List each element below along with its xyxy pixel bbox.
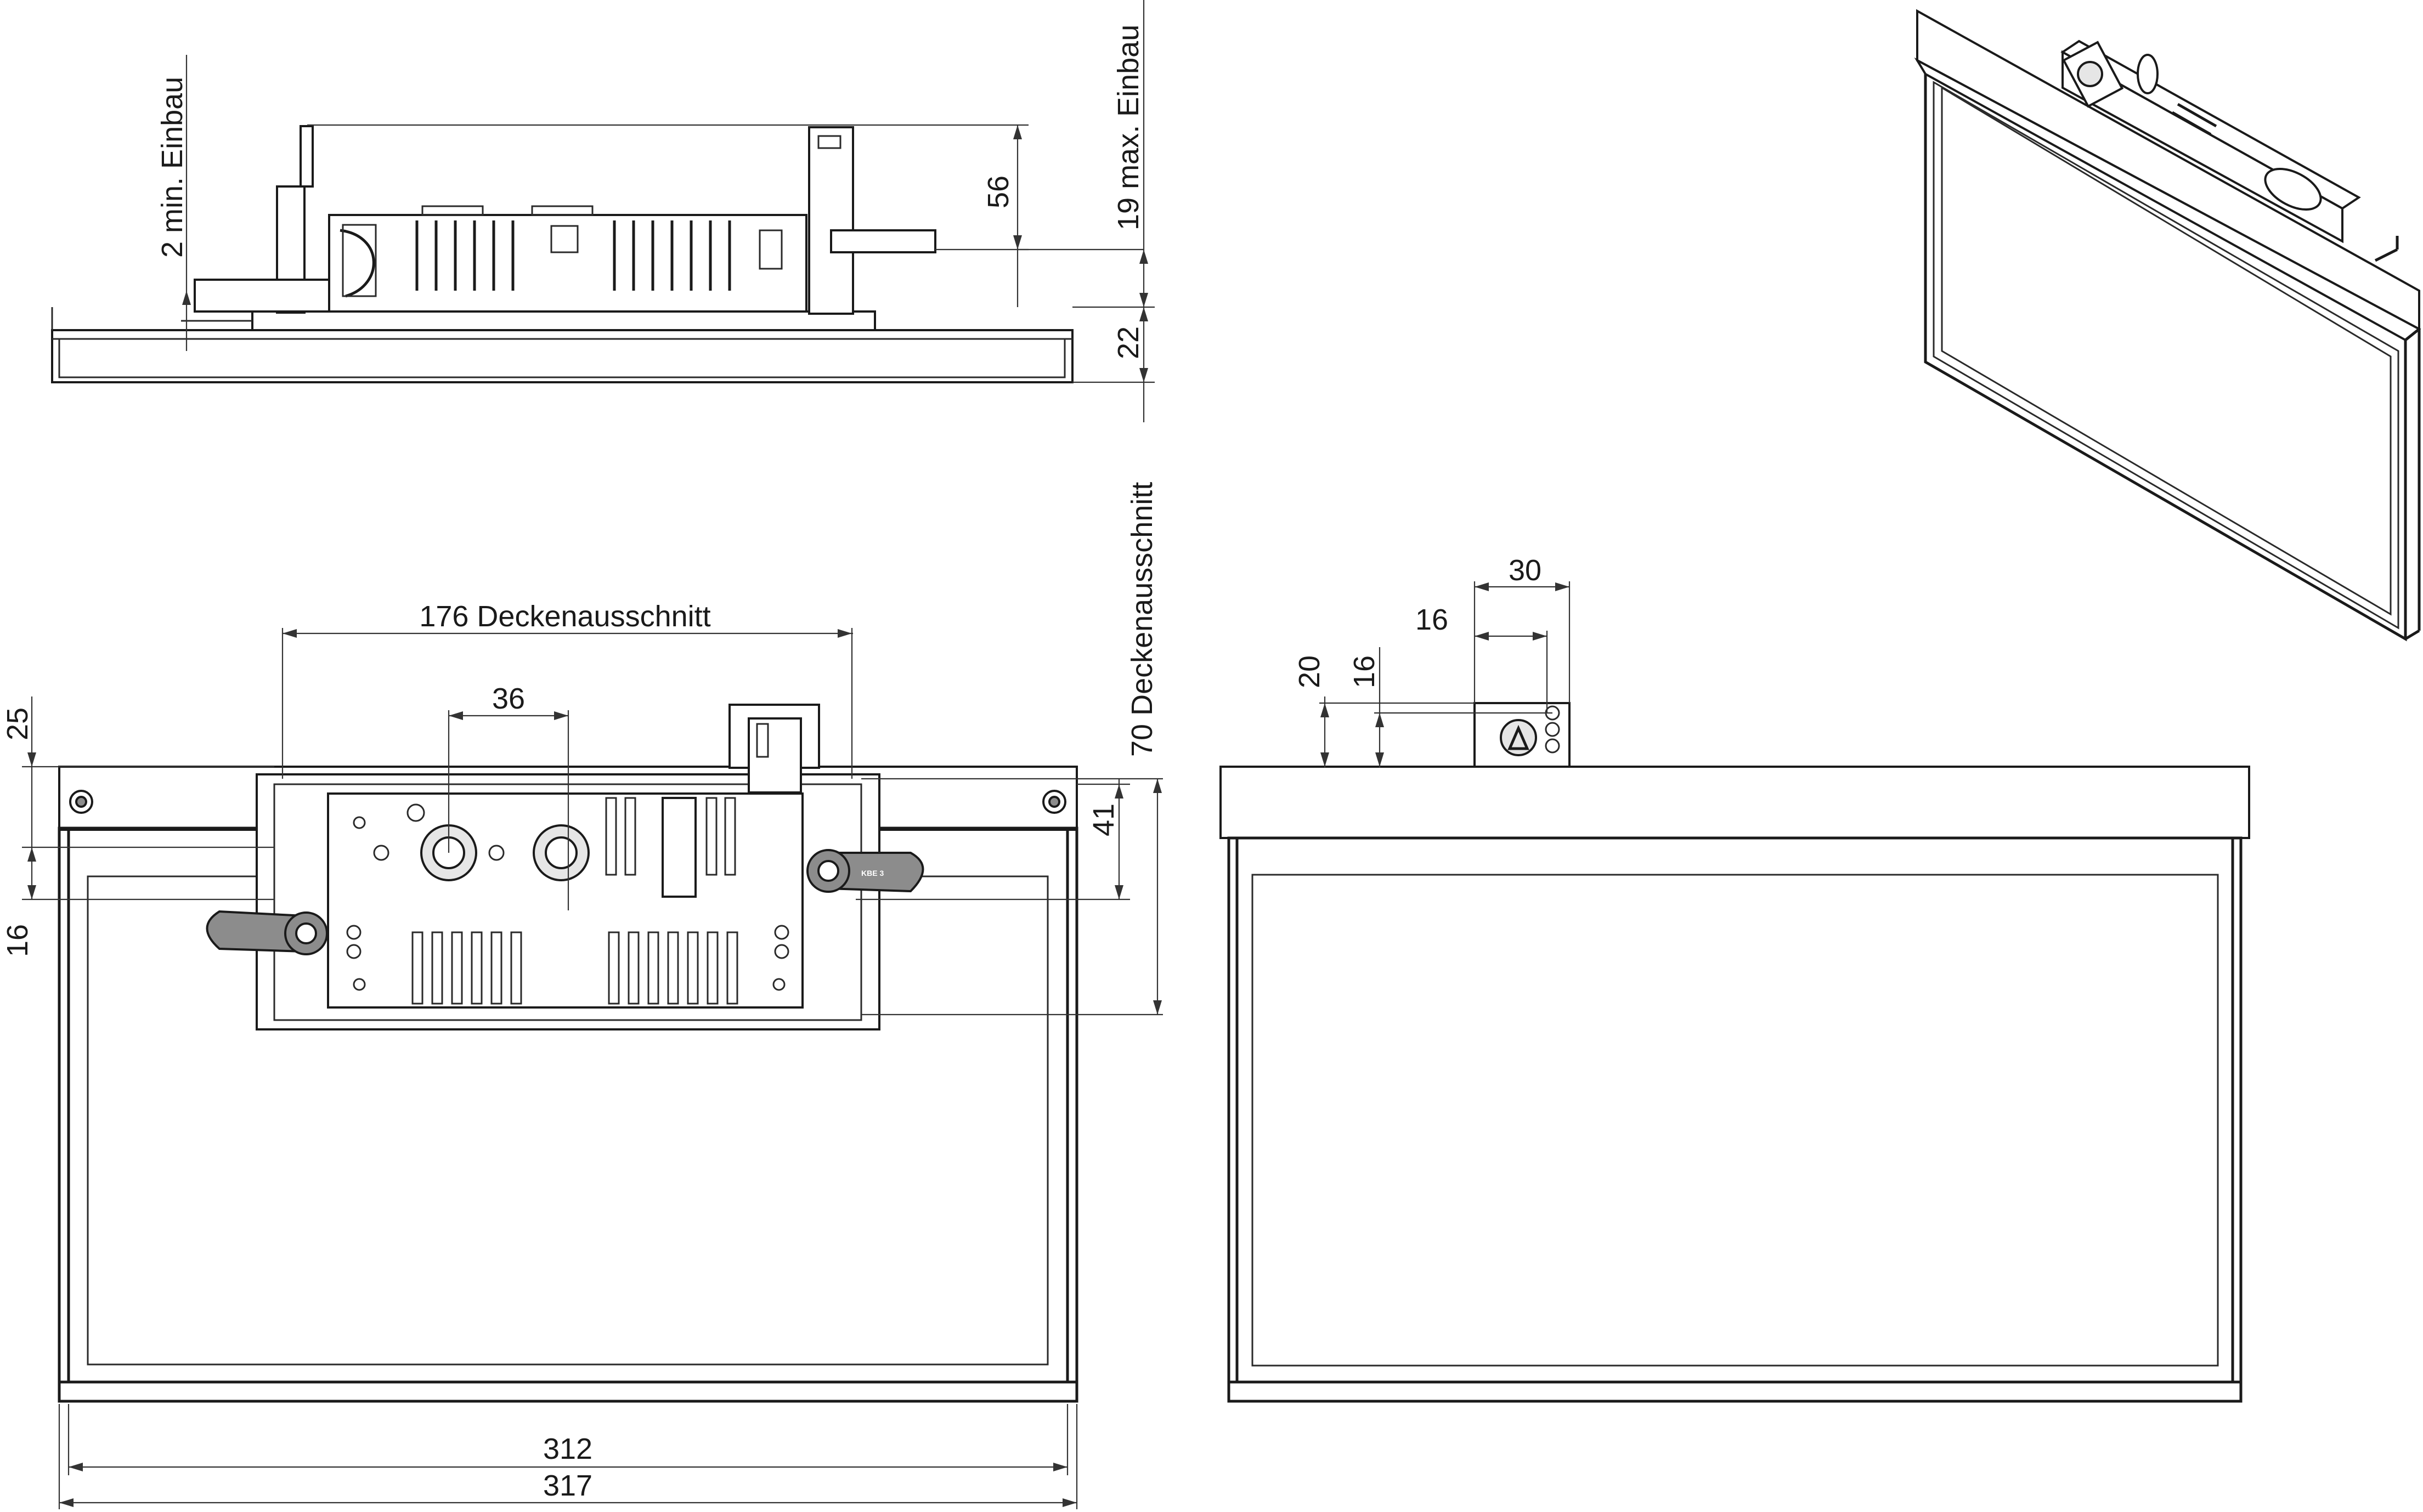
dim-16-left: 16 [1,924,34,957]
rear-top-rail [1219,766,2250,839]
dim-30: 30 [1509,554,1541,587]
dim-317: 317 [543,1469,592,1502]
rear-sign-inner [1251,874,2219,1367]
dim-19-max-einbau: 19 max. Einbau [1112,25,1145,230]
front-view: KBE 3 176 Deckenausschnitt 36 70 Deckena… [1,482,1163,1509]
dim-176-deckenausschnitt: 176 Deckenausschnitt [419,600,710,633]
iso-sign-panel [1933,81,2399,630]
dim-70-deckenausschnitt: 70 Deckenausschnitt [1126,482,1159,757]
dim-16-side: 16 [1348,655,1381,688]
dim-56: 56 [982,175,1015,208]
lever-right-label: KBE 3 [861,869,884,877]
rear-sign-panel [1227,836,2243,1403]
side-driver-housing [328,214,807,313]
side-vents [415,220,731,291]
dim-25: 25 [1,707,34,740]
dim-312: 312 [543,1432,592,1465]
side-clamp-lever [830,229,936,253]
dim-16-top: 16 [1415,603,1448,636]
lever-left[interactable] [206,910,328,955]
front-vents [411,797,738,1005]
side-base-plate [251,310,876,331]
lever-right[interactable]: KBE 3 [806,849,924,893]
dim-20: 20 [1293,655,1326,688]
dim-2-min-einbau: 2 min. Einbau [156,77,189,258]
isometric-view [1914,9,2421,642]
iso-top-rail [1916,9,2420,331]
dim-22: 22 [1112,326,1145,359]
side-housing [51,329,1074,383]
side-spring-clip [340,229,375,298]
side-view: 56 19 max. Einbau 22 2 min. Einbau [51,0,1155,422]
rear-view: 30 16 20 16 [1219,554,2250,1403]
dim-36: 36 [492,682,525,715]
dim-41: 41 [1087,803,1120,836]
side-clamp [808,126,854,315]
